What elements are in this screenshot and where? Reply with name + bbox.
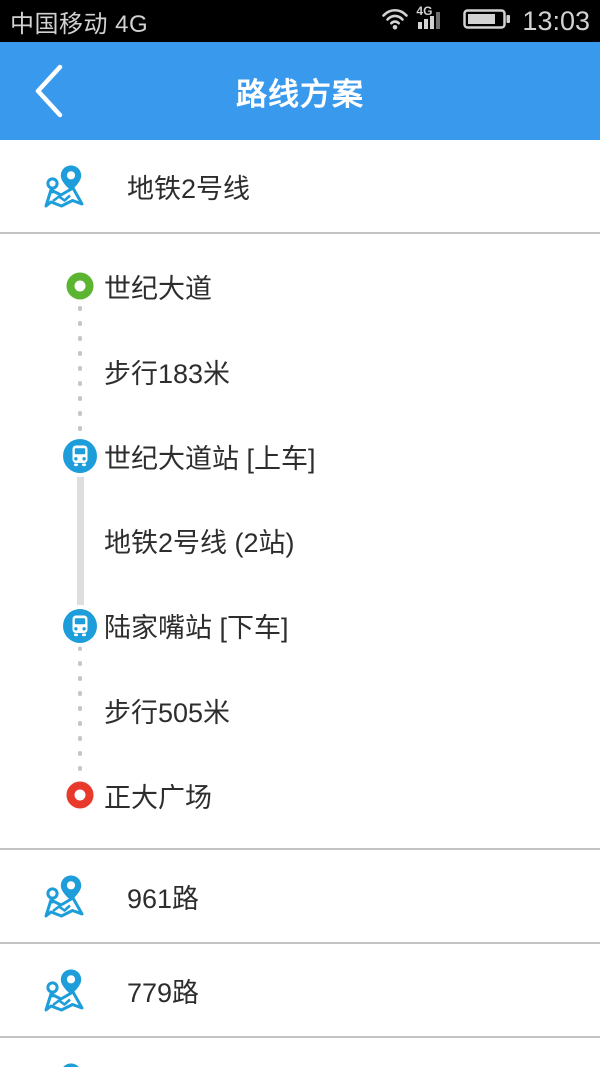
status-bar: 中国移动 4G 4G xyxy=(0,0,600,42)
step-label: 世纪大道 xyxy=(104,273,212,304)
signal-4g-label: 4G xyxy=(416,4,433,18)
route-option-metro-line-2[interactable]: 地铁2号线 xyxy=(0,140,600,232)
route-option-bus-779[interactable]: 779路 xyxy=(0,944,600,1036)
map-route-icon xyxy=(40,162,88,210)
status-icons: 4G 13:03 xyxy=(381,4,590,37)
step-label: 步行183米 xyxy=(104,358,231,389)
walk-dotted-line xyxy=(78,286,82,456)
bus-stop-icon xyxy=(63,608,97,643)
chevron-left-icon xyxy=(35,64,63,118)
step-label: 地铁2号线 (2站) xyxy=(104,528,295,559)
nav-header: 路线方案 xyxy=(0,42,600,140)
route-option-label: 961路 xyxy=(127,883,200,914)
signal-bars-icon: 4G xyxy=(416,4,454,36)
route-step-transit: 地铁2号线 (2站) xyxy=(0,499,600,584)
route-step-origin: 世纪大道 xyxy=(0,244,600,329)
route-option-partial[interactable] xyxy=(0,1038,600,1067)
battery-icon xyxy=(463,7,511,36)
carrier-label: 中国移动 4G xyxy=(10,10,149,38)
route-detail-panel: 世纪大道 步行183米 世纪大道站 [上车] 地铁2号线 (2站) xyxy=(0,234,600,848)
route-step-alight: 陆家嘴站 [下车] xyxy=(0,583,600,668)
step-label: 世纪大道站 [上车] xyxy=(104,443,316,474)
map-route-icon xyxy=(40,872,88,920)
separator xyxy=(0,232,600,234)
step-label: 步行505米 xyxy=(104,698,231,729)
wifi-icon xyxy=(381,7,409,36)
map-route-icon xyxy=(40,966,88,1014)
route-step-walk-1: 步行183米 xyxy=(0,329,600,414)
back-button[interactable] xyxy=(14,42,84,140)
route-step-walk-2: 步行505米 xyxy=(0,668,600,753)
route-option-bus-961[interactable]: 961路 xyxy=(0,850,600,942)
page-title: 路线方案 xyxy=(236,76,364,112)
route-step-board: 世纪大道站 [上车] xyxy=(0,414,600,499)
step-label: 陆家嘴站 [下车] xyxy=(104,613,289,644)
destination-station-icon xyxy=(66,781,94,809)
step-label: 正大广场 xyxy=(104,782,212,813)
separator xyxy=(0,1036,600,1038)
transit-solid-line xyxy=(76,456,84,626)
origin-station-icon xyxy=(66,272,94,300)
bus-stop-icon xyxy=(63,439,97,474)
map-route-icon xyxy=(40,1060,88,1067)
route-step-destination: 正大广场 xyxy=(0,753,600,838)
separator xyxy=(0,942,600,944)
route-option-label: 地铁2号线 xyxy=(127,173,251,204)
clock-label: 13:03 xyxy=(522,5,590,36)
walk-dotted-line xyxy=(78,626,82,796)
route-timeline xyxy=(76,286,84,796)
separator xyxy=(0,848,600,850)
route-option-label: 779路 xyxy=(127,977,200,1008)
